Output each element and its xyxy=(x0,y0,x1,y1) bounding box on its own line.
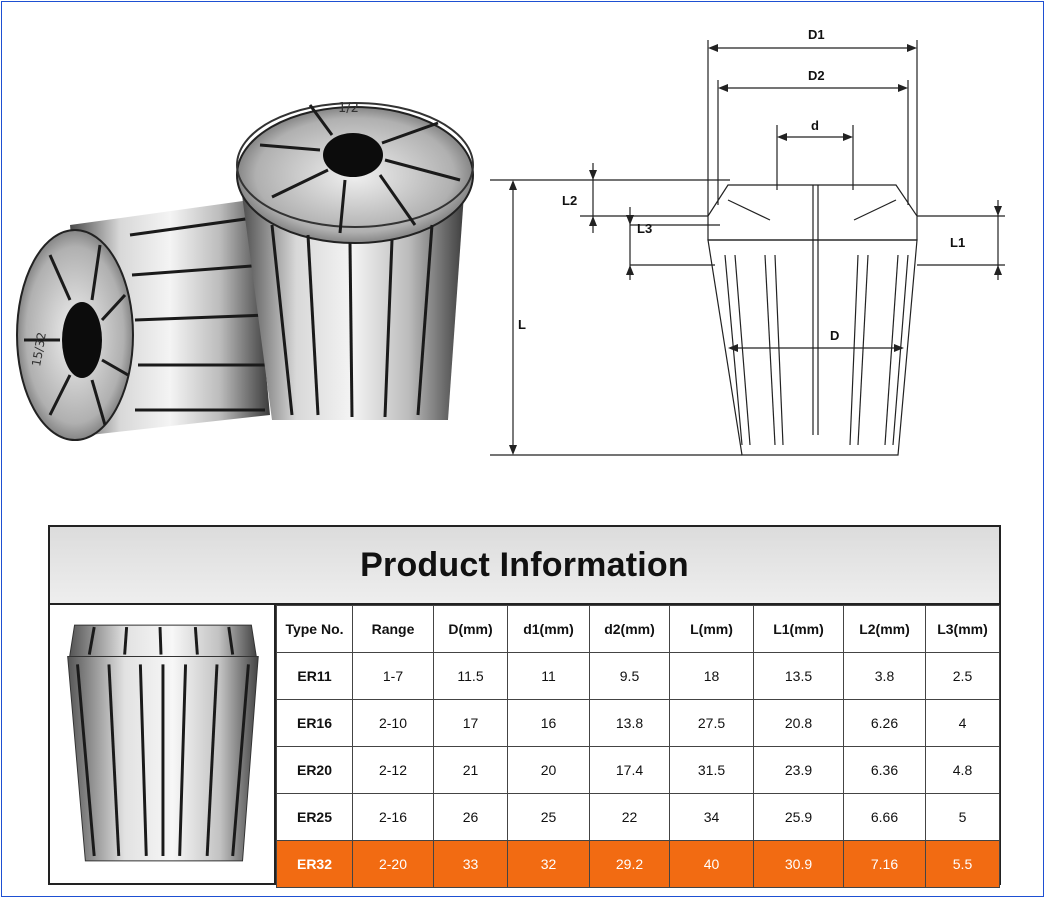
table-cell: ER11 xyxy=(276,652,353,700)
table-cell: 7.16 xyxy=(843,840,926,888)
table-cell: 2-10 xyxy=(352,699,434,747)
table-cell: 25 xyxy=(507,793,590,841)
label-l3: L3 xyxy=(637,221,652,236)
table-cell: 6.36 xyxy=(843,746,926,794)
table-cell: 4 xyxy=(925,699,1000,747)
product-info-title: Product Information xyxy=(360,545,689,584)
table-cell: 20.8 xyxy=(753,699,844,747)
table-row: ER11 1-7 11.5 11 9.5 18 13.5 3.8 2.5 xyxy=(276,652,1000,700)
header-range: Range xyxy=(352,605,434,653)
table-cell: 13.5 xyxy=(753,652,844,700)
table-cell: 4.8 xyxy=(925,746,1000,794)
label-d2: D2 xyxy=(808,68,825,83)
table-row: ER16 2-10 17 16 13.8 27.5 20.8 6.26 4 xyxy=(276,699,1000,747)
table-cell: 2-16 xyxy=(352,793,434,841)
table-cell: 34 xyxy=(669,793,754,841)
header-l1: L1(mm) xyxy=(753,605,844,653)
label-d: d xyxy=(811,118,819,133)
left-collet-marking: 15/32 xyxy=(29,331,49,367)
table-cell: 9.5 xyxy=(589,652,670,700)
label-d-body: D xyxy=(830,328,839,343)
label-d1: D1 xyxy=(808,27,825,42)
table-row: ER25 2-16 26 25 22 34 25.9 6.66 5 xyxy=(276,793,1000,841)
table-cell: 18 xyxy=(669,652,754,700)
header-l: L(mm) xyxy=(669,605,754,653)
collet-thumbnail xyxy=(50,605,276,883)
table-cell: 26 xyxy=(433,793,508,841)
table-cell: 30.9 xyxy=(753,840,844,888)
table-cell: 31.5 xyxy=(669,746,754,794)
table-cell: 2-12 xyxy=(352,746,434,794)
collet-thumbnail-image xyxy=(67,624,259,862)
right-collet-photo: 1/2 xyxy=(236,101,474,420)
table-cell: 21 xyxy=(433,746,508,794)
header-l2: L2(mm) xyxy=(843,605,926,653)
table-cell: 32 xyxy=(507,840,590,888)
table-cell: 33 xyxy=(433,840,508,888)
table-cell: 5 xyxy=(925,793,1000,841)
table-row-highlighted: ER32 2-20 33 32 29.2 40 30.9 7.16 5.5 xyxy=(276,840,1000,888)
table-cell: ER25 xyxy=(276,793,353,841)
table-cell: 25.9 xyxy=(753,793,844,841)
table-cell: ER16 xyxy=(276,699,353,747)
header-type-no: Type No. xyxy=(276,605,353,653)
header-d: D(mm) xyxy=(433,605,508,653)
table-cell: ER20 xyxy=(276,746,353,794)
table-cell: 1-7 xyxy=(352,652,434,700)
table-cell: 40 xyxy=(669,840,754,888)
table-cell: 3.8 xyxy=(843,652,926,700)
table-cell: 11 xyxy=(507,652,590,700)
collet-photos: 15/32 1/2 xyxy=(16,101,474,441)
table-cell: 17 xyxy=(433,699,508,747)
table-cell: ER32 xyxy=(276,840,353,888)
right-collet-marking: 1/2 xyxy=(338,101,359,116)
table-cell: 23.9 xyxy=(753,746,844,794)
table-cell: 13.8 xyxy=(589,699,670,747)
table-cell: 29.2 xyxy=(589,840,670,888)
table-cell: 6.66 xyxy=(843,793,926,841)
table-cell: 6.26 xyxy=(843,699,926,747)
dimension-diagram: D1 D2 d L2 L3 L1 L D xyxy=(490,27,1005,456)
table-cell: 11.5 xyxy=(433,652,508,700)
spec-header-row: Type No. Range D(mm) d1(mm) d2(mm) L(mm)… xyxy=(276,605,1000,653)
table-cell: 22 xyxy=(589,793,670,841)
table-row: ER20 2-12 21 20 17.4 31.5 23.9 6.36 4.8 xyxy=(276,746,1000,794)
label-l2: L2 xyxy=(562,193,577,208)
table-cell: 17.4 xyxy=(589,746,670,794)
header-d2: d2(mm) xyxy=(589,605,670,653)
label-l: L xyxy=(518,317,526,332)
table-cell: 2-20 xyxy=(352,840,434,888)
product-info-title-band: Product Information xyxy=(50,527,999,605)
table-cell: 20 xyxy=(507,746,590,794)
label-l1: L1 xyxy=(950,235,965,250)
table-cell: 5.5 xyxy=(925,840,1000,888)
table-cell: 2.5 xyxy=(925,652,1000,700)
table-cell: 27.5 xyxy=(669,699,754,747)
spec-table: Type No. Range D(mm) d1(mm) d2(mm) L(mm)… xyxy=(276,605,1000,888)
table-cell: 16 xyxy=(507,699,590,747)
header-d1: d1(mm) xyxy=(507,605,590,653)
left-collet-photo: 15/32 xyxy=(16,200,270,441)
product-info-panel: Product Information xyxy=(48,525,1001,888)
header-l3: L3(mm) xyxy=(925,605,1000,653)
